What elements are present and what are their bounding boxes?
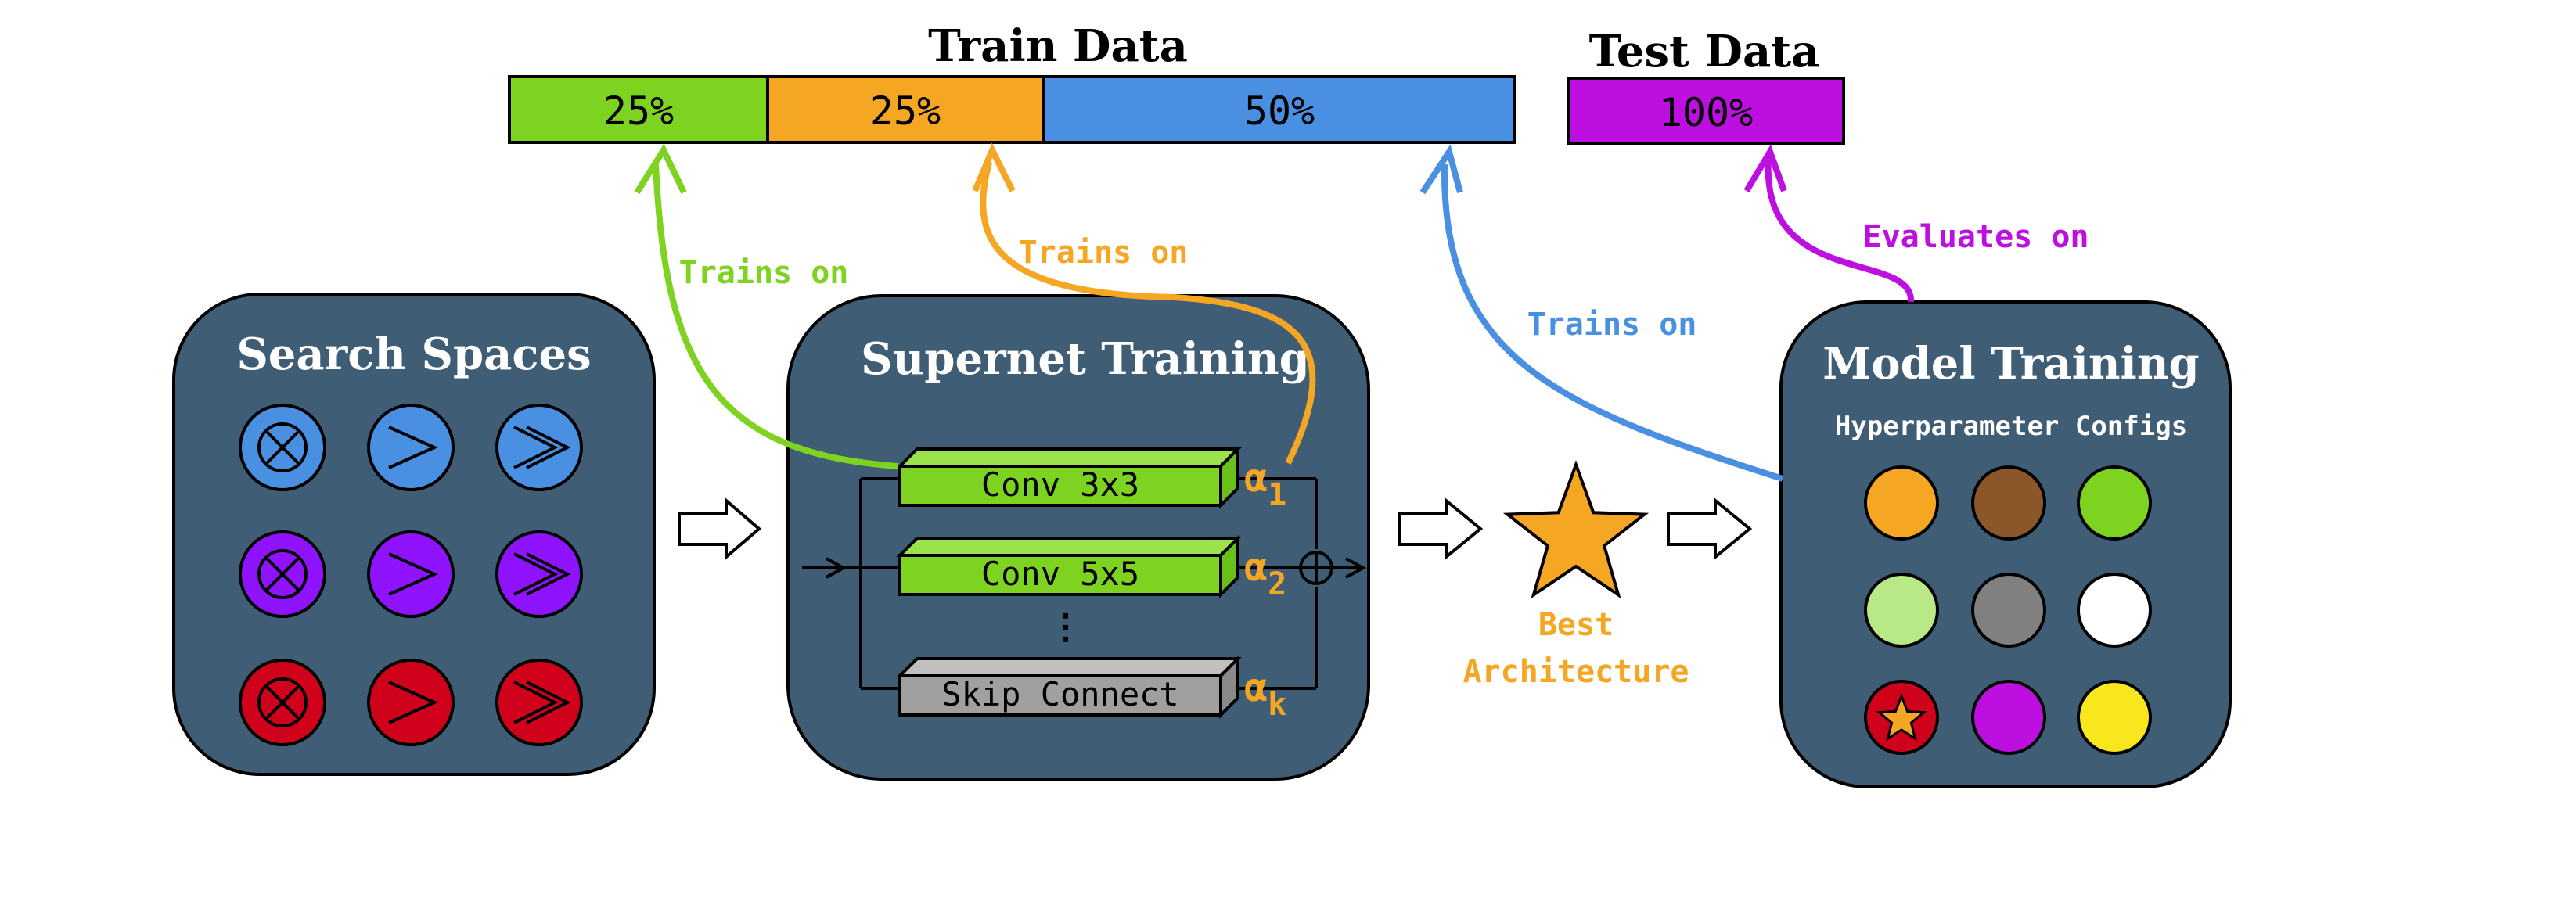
orange-trains-arrow [980,161,1316,465]
purple-evaluates-arrow [1765,159,1915,303]
purple-evaluates-label: Evaluates on [1863,219,2089,255]
data-arrows [634,142,1915,482]
flow-arrow-2 [1398,497,1484,561]
circle-times-icon [239,659,326,746]
circle-times-icon [239,404,326,491]
config-circle [1864,680,1939,755]
test-data-bar [1567,77,1845,145]
chevron-right-icon [367,404,455,491]
train-segment-green-label: 25% [603,88,674,134]
green-trains-label: Trains on [679,255,849,291]
orange-trains-label: Trains on [1019,235,1189,271]
config-circle [2077,573,2152,648]
model-training-panel: Model Training Hyperparameter Configs [1779,300,2232,788]
double-chevron-right-icon [495,659,583,746]
best-architecture-line2: Architecture [1463,654,1689,690]
train-data-bar: 25% 25% 50% [508,75,1516,144]
config-circle [1971,573,2046,648]
config-grid [1864,465,2152,755]
double-chevron-right-icon [495,404,583,491]
supernet-title: Supernet Training [861,333,1310,385]
purple-arrowhead-icon [1743,144,1787,193]
train-segment-green [508,75,769,144]
double-chevron-right-icon [495,530,583,618]
test-data-label: 100% [1659,90,1753,135]
search-spaces-panel: Search Spaces [172,293,656,776]
model-training-title: Model Training [1822,338,2199,390]
config-circle [1971,680,2046,755]
star-icon [1502,460,1650,599]
blue-trains-arrow [1441,163,1784,482]
train-segment-orange [766,75,1045,144]
blue-trains-label: Trains on [1527,307,1697,343]
circle-times-icon [239,530,326,618]
operation-label: Conv 5x5 [981,555,1139,593]
best-architecture-line1: Best [1538,607,1614,643]
search-space-grid [239,404,583,746]
green-arrowhead-icon [634,143,687,195]
chevron-right-icon [367,530,455,618]
config-circle [1971,465,2046,541]
train-segment-orange-label: 25% [870,88,941,134]
search-spaces-title: Search Spaces [236,329,591,380]
orange-arrowhead-icon [972,142,1016,192]
train-segment-blue [1042,75,1516,144]
hyperparameter-configs-label: Hyperparameter Configs [1835,411,2187,442]
best-architecture: Best Architecture [1463,460,1689,690]
test-data-title: Test Data [1589,26,1820,77]
sum-node-icon [1299,551,1333,585]
star-icon [1876,692,1927,742]
config-circle [2077,465,2152,541]
config-circle [2077,680,2152,755]
config-circle [1864,573,1939,648]
ops-ellipsis: ⋮ [1049,607,1083,647]
chevron-right-icon [367,659,455,746]
operation-label: Conv 3x3 [981,465,1139,504]
train-segment-blue-label: 50% [1244,88,1315,134]
operation-label: Skip Connect [941,675,1178,713]
config-circle [1864,465,1939,541]
train-data-title: Train Data [928,20,1188,72]
green-trains-arrow [653,163,899,469]
blue-arrowhead-icon [1419,144,1463,195]
flow-arrow-3 [1667,497,1753,561]
flow-arrow-1 [678,497,762,561]
